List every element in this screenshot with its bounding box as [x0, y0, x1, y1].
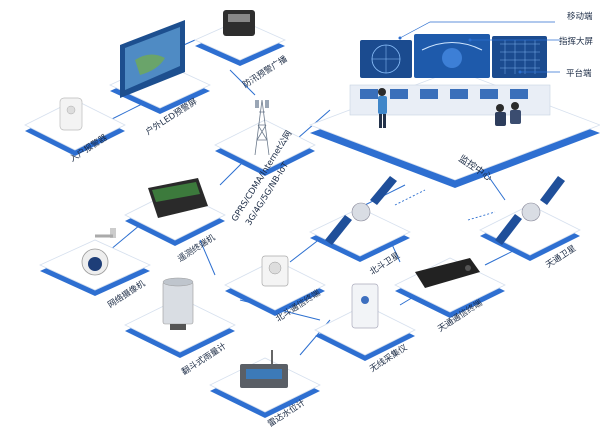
rain-gauge-icon [162, 281, 194, 325]
link-broadcast-tower [229, 69, 256, 96]
node-intrusion: 入户报警器 [24, 97, 126, 165]
node-beidou-sat: 北斗卫星 [309, 176, 411, 278]
link-rtu-raingauge [199, 239, 216, 276]
tiantong-terminal-icon [415, 258, 480, 288]
broadcast-box-icon [223, 10, 255, 36]
person-standing [378, 88, 386, 96]
node-tiantong-terminal: 天通通信终端 [394, 257, 506, 335]
node-telemetry: 遥测终端机 [124, 178, 226, 265]
person-seated-1 [496, 104, 504, 112]
node-beidou-terminal: 北斗通信终端 [224, 255, 326, 325]
tiantong-satellite-icon [495, 176, 565, 245]
node-tiantong-sat: 天通卫星 [479, 176, 581, 271]
node-led: 户外LED预警屏 [109, 20, 211, 138]
node-network: GPRS/CDMA/Internet公网 3G/4G/5G/NB-IoT [214, 99, 316, 228]
node-broadcast: 防汛预警广播 [194, 10, 290, 91]
node-rain-gauge: 翻斗式雨量计 [124, 277, 236, 378]
dash-link-1 [394, 189, 426, 206]
label-platform: 平台端 [566, 68, 592, 79]
link-rtu-camera [109, 224, 141, 251]
globe-display [442, 48, 462, 68]
monitor-center-node: 移动端 指挥大屏 平台端 监控中心 [308, 11, 600, 188]
node-wireless: 无线采集仪 [314, 283, 416, 375]
label-screen: 指挥大屏 [559, 36, 594, 47]
wireless-collector-icon [351, 283, 379, 329]
beidou-satellite-icon [325, 176, 397, 245]
dash-link-2 [467, 211, 496, 221]
node-radar: 雷达水位计 [209, 350, 321, 430]
label-mobile: 移动端 [567, 11, 593, 22]
tower-icon [254, 99, 270, 156]
camera-mount [110, 228, 116, 238]
node-camera: 网络摄像机 [39, 228, 151, 311]
screen-right [492, 36, 547, 78]
person-seated-2 [511, 102, 519, 110]
